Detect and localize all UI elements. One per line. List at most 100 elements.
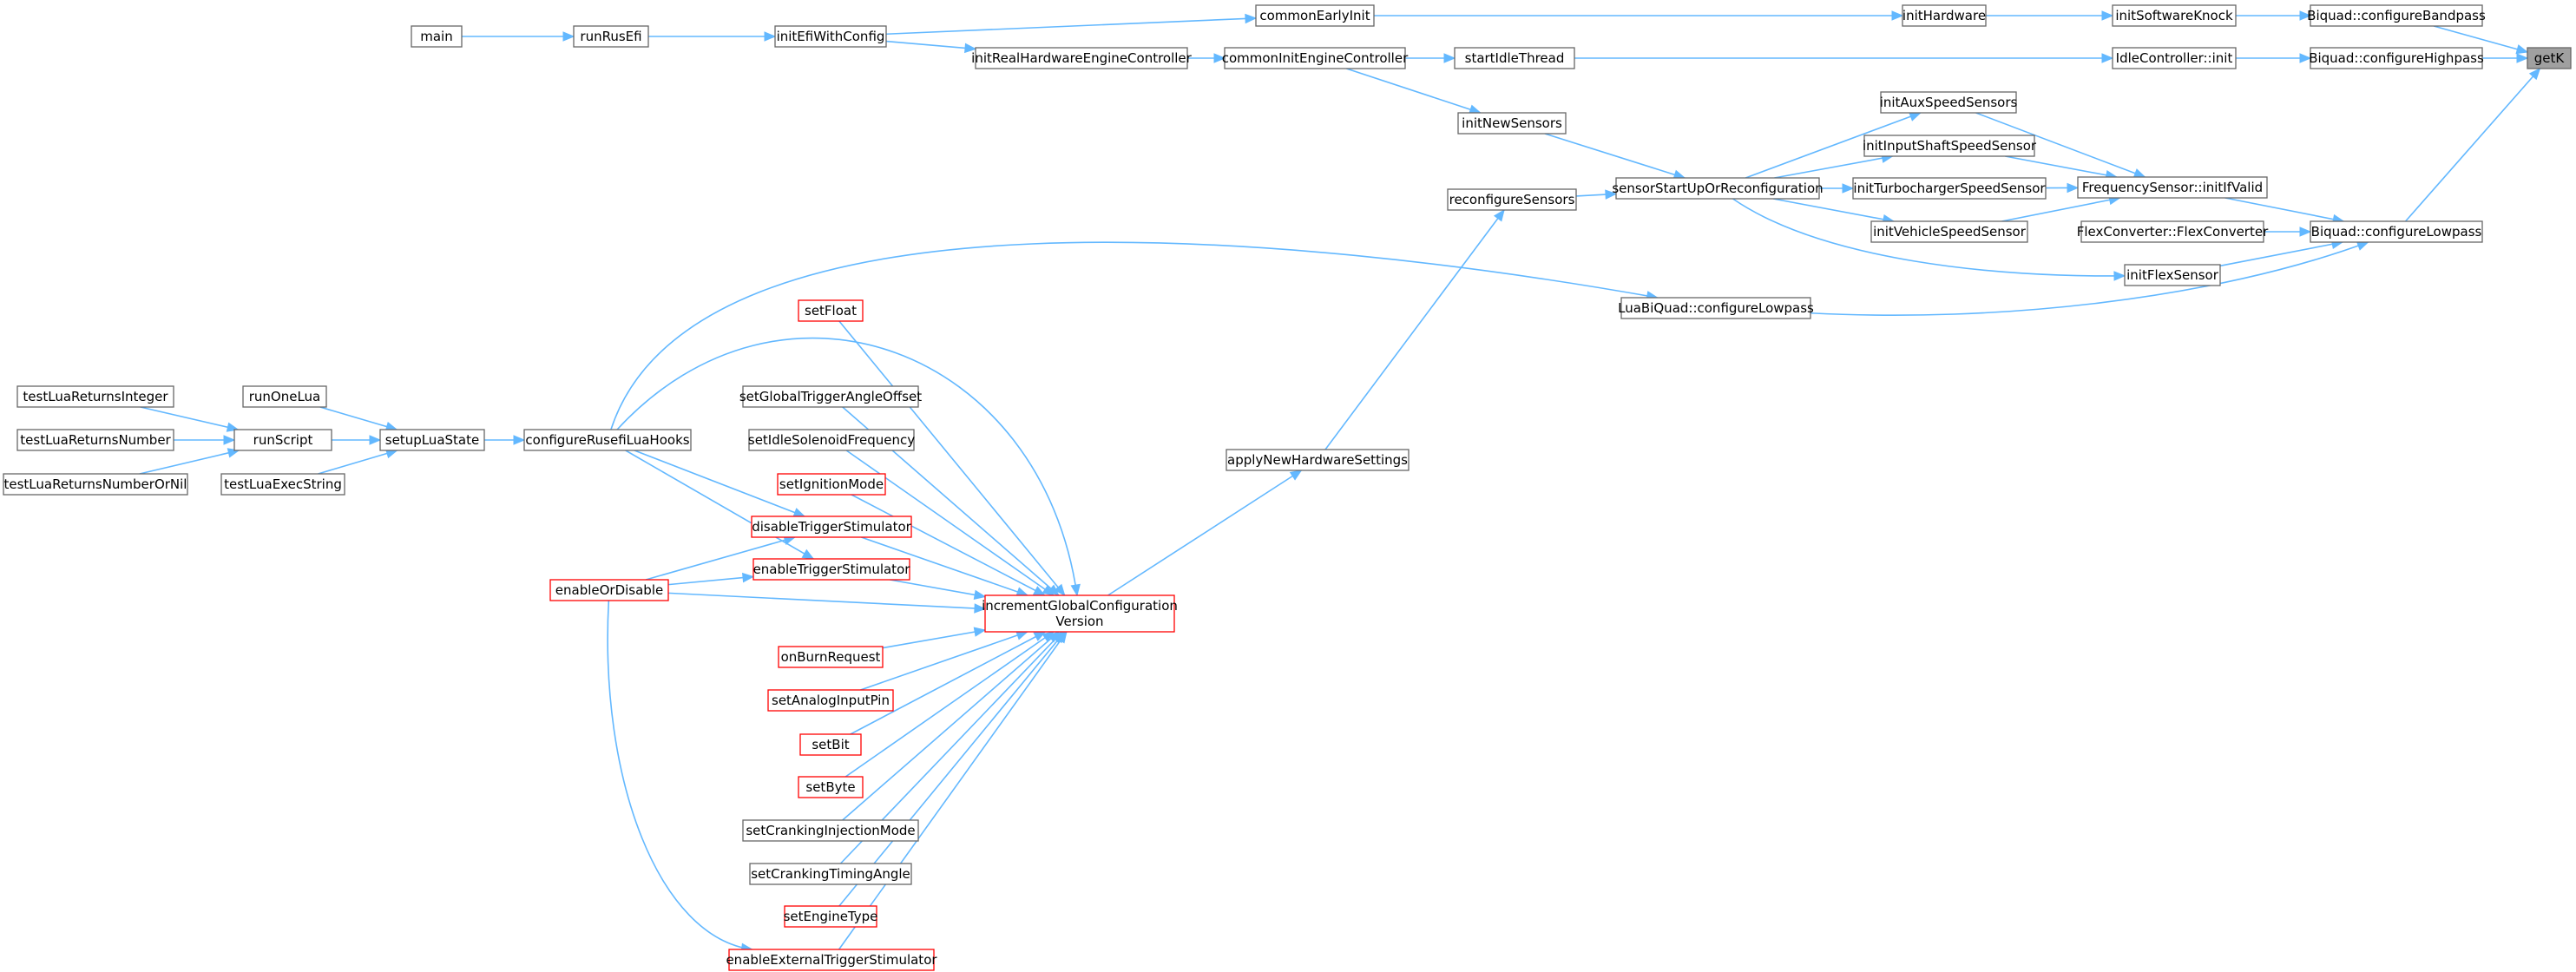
node-label: testLuaReturnsNumber [20,432,171,448]
node-sensor-startup[interactable]: sensorStartUpOrReconfiguration [1612,177,1824,200]
node-set-cranking-timing[interactable]: setCrankingTimingAngle [749,863,912,885]
node-vehicle-speed[interactable]: initVehicleSpeedSensor [1870,220,2028,243]
node-init-flex[interactable]: initFlexSensor [2124,264,2221,286]
node-on-burn[interactable]: onBurnRequest [778,646,884,668]
node-bq-highpass[interactable]: Biquad::configureHighpass [2309,47,2484,69]
arrowhead-icon [974,603,987,614]
node-box [742,385,919,408]
node-run-rusefi[interactable]: runRusEfi [573,25,649,48]
node-configure-lua-hooks[interactable]: configureRusefiLuaHooks [523,429,692,451]
edge-enable_or_disable-to-enable_trigger [667,572,755,586]
node-lua-ret-num[interactable]: testLuaReturnsNumber [16,429,174,451]
node-box [975,47,1188,69]
node-box [1457,112,1567,135]
node-set-idle-freq[interactable]: setIdleSolenoidFrequency [748,429,915,451]
node-box [573,25,649,48]
node-lua-exec-string[interactable]: testLuaExecString [220,473,345,496]
node-set-cranking-inj[interactable]: setCrankingInjectionMode [742,819,919,842]
arrowhead-icon [1842,183,1855,194]
edge-on_burn-to-increment_cfg [882,627,987,649]
node-enable-or-disable[interactable]: enableOrDisable [549,579,669,601]
node-main[interactable]: main [411,25,463,48]
arrowhead-icon [973,627,987,637]
arrowhead-icon [792,508,806,517]
node-idle-init[interactable]: IdleController::init [2112,47,2237,69]
node-label: testLuaReturnsInteger [23,389,168,404]
node-turbo-speed[interactable]: initTurbochargerSpeedSensor [1852,177,2047,200]
node-box [1447,188,1577,211]
node-init-real-hw[interactable]: initRealHardwareEngineController [971,47,1193,69]
node-box [2310,220,2483,243]
node-set-byte[interactable]: setByte [798,776,864,798]
node-box [1226,449,1410,471]
node-box [233,429,332,451]
arrowhead-icon [1042,585,1055,596]
node-set-ignition[interactable]: setIgnitionMode [777,473,886,496]
node-common-early[interactable]: commonEarlyInit [1255,4,1375,27]
node-set-float[interactable]: setFloat [798,299,864,322]
node-set-bit[interactable]: setBit [799,733,862,756]
node-bq-lowpass[interactable]: Biquad::configureLowpass [2310,220,2483,243]
node-set-engine-type[interactable]: setEngineType [784,905,878,928]
node-run-script[interactable]: runScript [233,429,332,451]
node-flex-converter[interactable]: FlexConverter::FlexConverter [2077,220,2269,243]
node-set-trigger-offset[interactable]: setGlobalTriggerAngleOffset [739,385,922,408]
arrowhead-icon [2528,68,2541,81]
node-label: initSoftwareKnock [2115,8,2233,23]
node-set-analog[interactable]: setAnalogInputPin [767,689,894,712]
node-label: Biquad::configureLowpass [2311,224,2482,240]
edge-init_new_sensors-to-sensor_startup [1544,133,1686,180]
edge-enable_or_disable-to-increment_cfg [667,592,987,614]
node-bq-bandpass[interactable]: Biquad::configureBandpass [2307,4,2486,27]
node-reconfigure-sensors[interactable]: reconfigureSensors [1447,188,1577,211]
node-box [2527,47,2572,69]
node-box [742,819,919,842]
node-lua-ret-nil[interactable]: testLuaReturnsNumberOrNil [3,473,188,496]
node-box [2310,47,2483,69]
node-common-init-engine[interactable]: commonInitEngineController [1222,47,1409,69]
node-label: applyNewHardwareSettings [1227,452,1408,468]
arrowhead-icon [513,435,526,445]
node-enable-ext-trigger[interactable]: enableExternalTriggerStimulator [726,949,937,971]
edge-apply_new_hw-to-reconfigure_sensors [1324,208,1505,450]
node-init-new-sensors[interactable]: initNewSensors [1457,112,1567,135]
node-freq-sensor[interactable]: FrequencySensor::initIfValid [2077,176,2268,199]
node-input-shaft[interactable]: initInputShaftSpeedSensor [1863,135,2037,157]
node-box [1902,4,1987,27]
arrowhead-icon [1055,630,1068,644]
node-getK[interactable]: getK [2527,47,2572,69]
node-label: setGlobalTriggerAngleOffset [739,389,922,404]
arrowhead-icon [764,31,777,42]
node-box [1863,135,2035,157]
node-box [379,429,485,451]
node-box [752,558,910,581]
node-enable-trigger[interactable]: enableTriggerStimulator [752,558,911,581]
node-label: FrequencySensor::initIfValid [2082,180,2263,195]
arrowhead-icon [2299,53,2312,63]
arrowhead-icon [2101,53,2114,63]
node-label: enableExternalTriggerStimulator [726,952,937,968]
node-run-one-lua[interactable]: runOneLua [242,385,327,408]
node-lua-biquad[interactable]: LuaBiQuad::configureLowpass [1618,297,1814,319]
node-box [2080,220,2264,243]
node-init-efi[interactable]: initEfiWithConfig [774,25,887,48]
node-init-software-knock[interactable]: initSoftwareKnock [2112,4,2237,27]
node-box [751,516,912,538]
arrowhead-icon [1070,583,1081,597]
node-apply-new-hw[interactable]: applyNewHardwareSettings [1226,449,1410,471]
node-setup-lua[interactable]: setupLuaState [379,429,485,451]
node-label: Biquad::configureHighpass [2309,50,2484,66]
node-label: initHardware [1902,8,1986,23]
node-aux-speed[interactable]: initAuxSpeedSensors [1880,91,2018,114]
node-start-idle[interactable]: startIdleThread [1454,47,1575,69]
node-lua-ret-int[interactable]: testLuaReturnsInteger [16,385,174,408]
node-disable-trigger[interactable]: disableTriggerStimulator [751,516,912,538]
node-init-hardware[interactable]: initHardware [1902,4,1987,27]
node-label: disableTriggerStimulator [752,519,911,535]
node-box [1852,177,2047,200]
node-label: initAuxSpeedSensors [1880,95,2018,110]
node-box [1620,297,1811,319]
node-label: LuaBiQuad::configureLowpass [1618,300,1814,316]
edge-enable_or_disable-to-enable_ext_trigger [607,600,753,954]
